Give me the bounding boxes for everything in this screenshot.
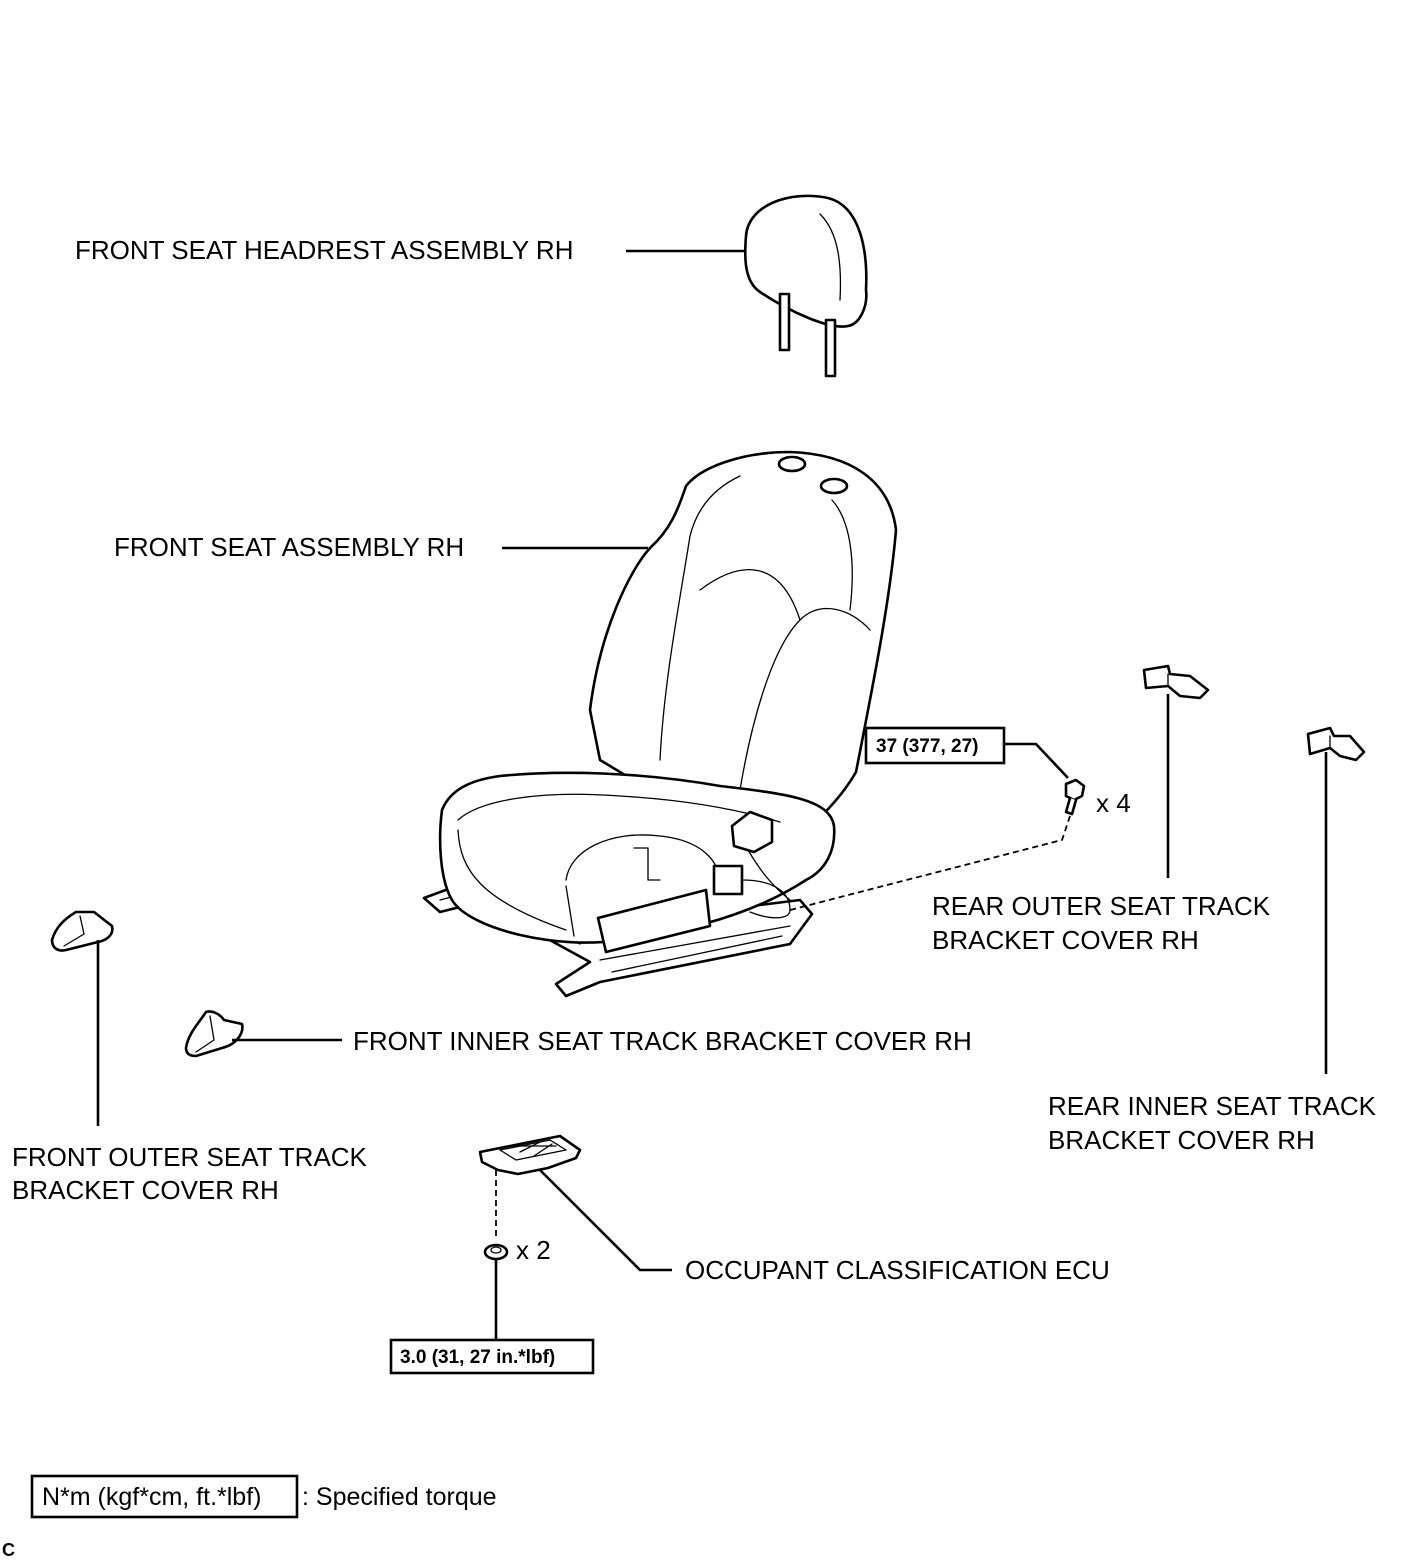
seat-label: FRONT SEAT ASSEMBLY RH <box>114 532 464 562</box>
front-outer-cover-label-line2: BRACKET COVER RH <box>12 1175 279 1205</box>
seat-illustration <box>422 450 898 998</box>
ecu-label: OCCUPANT CLASSIFICATION ECU <box>685 1255 1110 1285</box>
ecu-nut-icon <box>483 1243 509 1261</box>
seat-bolt-leader-line <box>1004 742 1069 779</box>
ecu-icon <box>478 1134 582 1176</box>
headrest-illustration <box>743 194 868 378</box>
rear-outer-cover-icon <box>1142 664 1210 700</box>
ecu-nut-quantity: x 2 <box>516 1235 551 1265</box>
seat-bolt-quantity: x 4 <box>1096 788 1131 818</box>
seat-bolt-dashed-line <box>789 815 1071 911</box>
rear-inner-cover-icon <box>1306 726 1366 762</box>
seat-bolt-icon <box>1064 778 1086 816</box>
seat-bolt-torque-value: 37 (377, 27) <box>876 736 978 757</box>
ecu-nut-torque-box <box>389 1338 595 1375</box>
front-outer-cover-icon <box>50 910 114 952</box>
front-inner-cover-label: FRONT INNER SEAT TRACK BRACKET COVER RH <box>353 1026 972 1056</box>
ecu-nut-torque-value: 3.0 (31, 27 in.*lbf) <box>400 1347 555 1368</box>
legend-description: : Specified torque <box>302 1483 497 1511</box>
headrest-label: FRONT SEAT HEADREST ASSEMBLY RH <box>75 235 573 265</box>
legend-unit-text: N*m (kgf*cm, ft.*lbf) <box>42 1483 261 1511</box>
rear-outer-cover-label-line2: BRACKET COVER RH <box>932 925 1199 955</box>
legend-unit-box <box>30 1474 299 1519</box>
front-outer-cover-label-line1: FRONT OUTER SEAT TRACK <box>12 1142 368 1172</box>
corner-mark: C <box>2 1540 15 1560</box>
rear-inner-cover-label-line2: BRACKET COVER RH <box>1048 1125 1315 1155</box>
rear-outer-cover-label-line1: REAR OUTER SEAT TRACK <box>932 891 1271 921</box>
front-inner-cover-icon <box>184 1010 244 1058</box>
rear-inner-cover-label-line1: REAR INNER SEAT TRACK <box>1048 1091 1377 1121</box>
seat-bolt-torque-box <box>864 726 1006 765</box>
ecu-leader-line <box>539 1169 672 1272</box>
